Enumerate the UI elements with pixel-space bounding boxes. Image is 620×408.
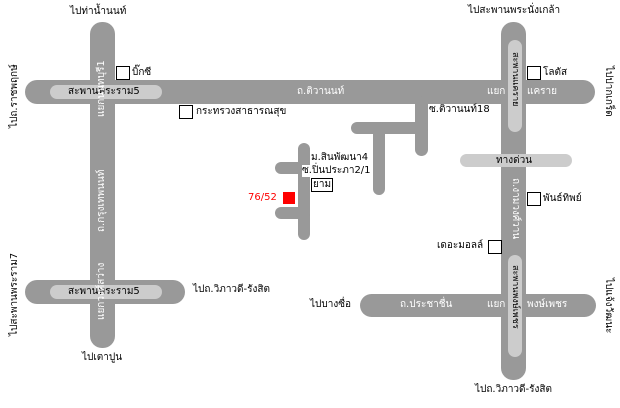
- landmark-lotus: โลตัส: [543, 67, 568, 78]
- label-to-ratchaphruek: ไปถ.ราชพฤกษ์: [9, 64, 20, 128]
- label-rama5-bottom: สะพานพระราม5: [68, 286, 140, 297]
- label-to-vibhavadi-left: ไปถ.วิภาวดี-รังสิต: [193, 284, 271, 295]
- expressway: [460, 154, 572, 167]
- label-soi-pinprapa: ซ.ปิ่นประภา2/1: [302, 165, 371, 177]
- label-to-rama7-bridge: ไปสะพานพระราม7: [9, 252, 20, 336]
- label-junction-nonthaburi: แยกนนทบุรี1: [96, 60, 107, 117]
- label-expressway: ทางด่วน: [496, 155, 533, 166]
- landmark-pantip: พันธ์ทิพย์: [543, 193, 582, 204]
- label-ngamwongwan: ถ.งามวงศ์วาน: [510, 178, 521, 240]
- road-soi-stub-2: [275, 207, 310, 219]
- bridge-pongphet: [508, 255, 522, 357]
- destination-address: 76/52: [248, 192, 277, 203]
- landmark-ministry: กระทรวงสาธารณสุข: [196, 106, 287, 117]
- label-rama5-top: สะพานพระราม5: [68, 86, 140, 97]
- label-junction-wongsawang: แยกวงศ์สว่าง: [96, 262, 107, 320]
- label-to-vibhavadi-bottom: ไปถ.วิภาวดี-รังสิต: [475, 384, 553, 395]
- bridge-rama5-bottom: [50, 285, 162, 299]
- road-soi-horizontal: [351, 122, 428, 134]
- road-prachachuen: [360, 294, 596, 317]
- label-to-chaeng-wattana: ไปแจ้งวัฒนะ: [603, 278, 614, 334]
- label-soi-tiwanon18: ซ.ติวานนท์18: [429, 104, 490, 115]
- label-krungthep-non: ถ.กรุงเทพนนท์: [96, 169, 107, 232]
- road-soi-pinprapa: [298, 143, 310, 240]
- label-pongphet-bridge: สะพานพงษ์เพชร: [510, 265, 520, 329]
- label-junction-khae-rai-left: แยก: [487, 86, 506, 97]
- label-to-pak-kret: ไปปากเกร็ด: [603, 66, 614, 117]
- label-junction-pongphet-right: พงษ์เพชร: [527, 299, 568, 310]
- label-to-bang-sue: ไปบางซื่อ: [310, 299, 352, 310]
- label-moo-sinpattana: ม.สินพัฒนา4: [311, 152, 369, 164]
- landmark-lotus-marker: [527, 66, 541, 80]
- landmark-big-c-marker: [116, 66, 130, 80]
- label-junction-khae-rai-right: แคราย: [527, 86, 557, 97]
- label-to-tao-pun: ไปเตาปูน: [82, 352, 123, 363]
- road-soi-vertical: [373, 122, 385, 195]
- road-soi-stub-1: [275, 162, 310, 174]
- label-khae-rai-bridge: สะพานแคราย: [510, 52, 520, 107]
- bridge-rama5-top: [50, 85, 162, 99]
- destination-marker: [283, 192, 295, 204]
- label-tiwanon: ถ.ติวานนท์: [297, 86, 345, 97]
- label-to-tha-nam-non: ไปท่าน้ำนนท์: [70, 6, 127, 17]
- landmark-guard: ยาม: [311, 178, 334, 192]
- bridge-khae-rai: [508, 40, 522, 132]
- landmark-big-c: บิ๊กซี: [132, 67, 152, 78]
- landmark-the-mall: เดอะมอลล์: [437, 240, 484, 251]
- label-prachachuen: ถ.ประชาชื่น: [400, 299, 453, 310]
- landmark-pantip-marker: [527, 192, 541, 206]
- label-junction-pongphet-left: แยก: [487, 299, 506, 310]
- landmark-ministry-marker: [179, 105, 193, 119]
- label-to-nang-klao: ไปสะพานพระนั่งเกล้า: [468, 5, 561, 16]
- landmark-the-mall-marker: [488, 240, 502, 254]
